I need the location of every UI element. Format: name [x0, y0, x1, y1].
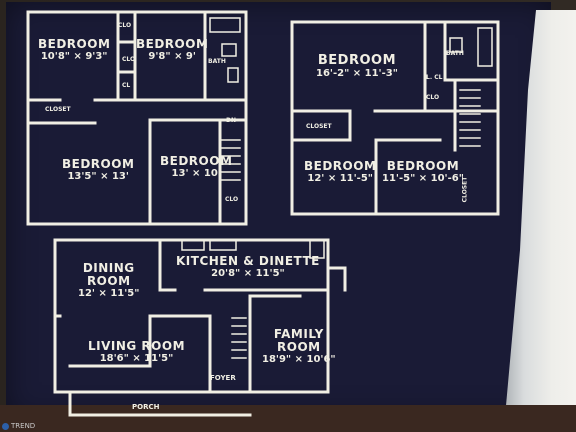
room-label: FAMILY ROOM 18'9" × 10'6" — [262, 327, 336, 366]
room-dims: 20'8" × 11'5" — [211, 268, 285, 280]
plan-upper-right-walls — [290, 20, 500, 216]
plan-upper-left-fixtures — [209, 17, 241, 181]
watermark: TREND — [2, 422, 35, 430]
room-name: BEDROOM — [136, 37, 209, 51]
room-name: KITCHEN & DINETTE — [176, 254, 320, 268]
room-name: ROOM — [86, 274, 131, 289]
room-label: BEDROOM 13' × 10' — [160, 154, 233, 180]
closet-label: CLO — [426, 94, 440, 101]
room-label: KITCHEN & DINETTE 20'8" × 11'5" — [176, 254, 320, 280]
room-dims: 12' × 11'5" — [78, 288, 140, 300]
blueprint-sheet — [6, 2, 551, 418]
room-label: LIVING ROOM 18'6" × 11'5" — [88, 339, 186, 365]
trend-logo-icon — [2, 422, 9, 430]
room-dims: 11'-5" × 10'-6" — [382, 173, 464, 185]
floor-strip — [0, 405, 576, 432]
closet-label: CL — [122, 82, 131, 89]
room-label: BEDROOM 16'-2" × 11'-3" — [316, 53, 398, 80]
closet-label: L. CL — [426, 74, 443, 81]
room-name: FAMILY — [273, 327, 324, 341]
plan-upper-right-fixtures — [449, 27, 493, 147]
room-name: ROOM — [277, 340, 321, 355]
room-label: BEDROOM 12' × 11'-5" — [304, 159, 377, 185]
bath-label: BATH — [208, 58, 226, 65]
room-label: BEDROOM 11'-5" × 10'-6" — [382, 159, 464, 185]
room-dims: 13'5" × 13' — [67, 171, 129, 183]
room-name: BEDROOM — [38, 37, 111, 51]
plan-bottom-fixtures — [181, 239, 325, 359]
room-dims: 12' × 11'-5" — [307, 173, 373, 185]
watermark-text: TREND — [11, 422, 36, 430]
closet-label: CLO — [118, 22, 132, 29]
closet-label: CLO — [122, 56, 136, 63]
closet-label: CLOSET — [306, 123, 332, 130]
room-name: BEDROOM — [62, 157, 135, 171]
room-label: DINING ROOM 12' × 11'5" — [78, 261, 140, 300]
room-name: BEDROOM — [386, 159, 460, 173]
room-dims: 10'8" × 9'3" — [40, 51, 108, 63]
stair-down-label: DN — [226, 117, 237, 124]
bath-label: BATH — [446, 50, 464, 57]
room-dims: 18'9" × 10'6" — [262, 354, 336, 366]
closet-label: CLOSET — [461, 176, 469, 203]
room-label: BEDROOM 10'8" × 9'3" — [38, 37, 111, 63]
room-dims: 16'-2" × 11'-3" — [316, 68, 398, 80]
room-name: BEDROOM — [317, 53, 397, 68]
room-name: LIVING ROOM — [88, 339, 186, 353]
closet-label: CLO — [225, 196, 239, 203]
room-dims: 18'6" × 11'5" — [99, 353, 174, 365]
room-name: BEDROOM — [304, 159, 377, 173]
room-name: DINING — [82, 261, 135, 275]
plan-upper-left-walls — [26, 10, 248, 226]
room-dims: 13' × 10' — [171, 168, 221, 180]
room-dims: 9'8" × 9' — [148, 51, 196, 63]
room-label: BEDROOM 9'8" × 9' — [136, 37, 209, 63]
foyer-label: FOYER — [210, 374, 236, 382]
closet-label: CLOSET — [45, 106, 71, 113]
room-name: BEDROOM — [160, 154, 233, 168]
porch-label: PORCH — [132, 403, 160, 411]
room-label: BEDROOM 13'5" × 13' — [62, 157, 135, 183]
